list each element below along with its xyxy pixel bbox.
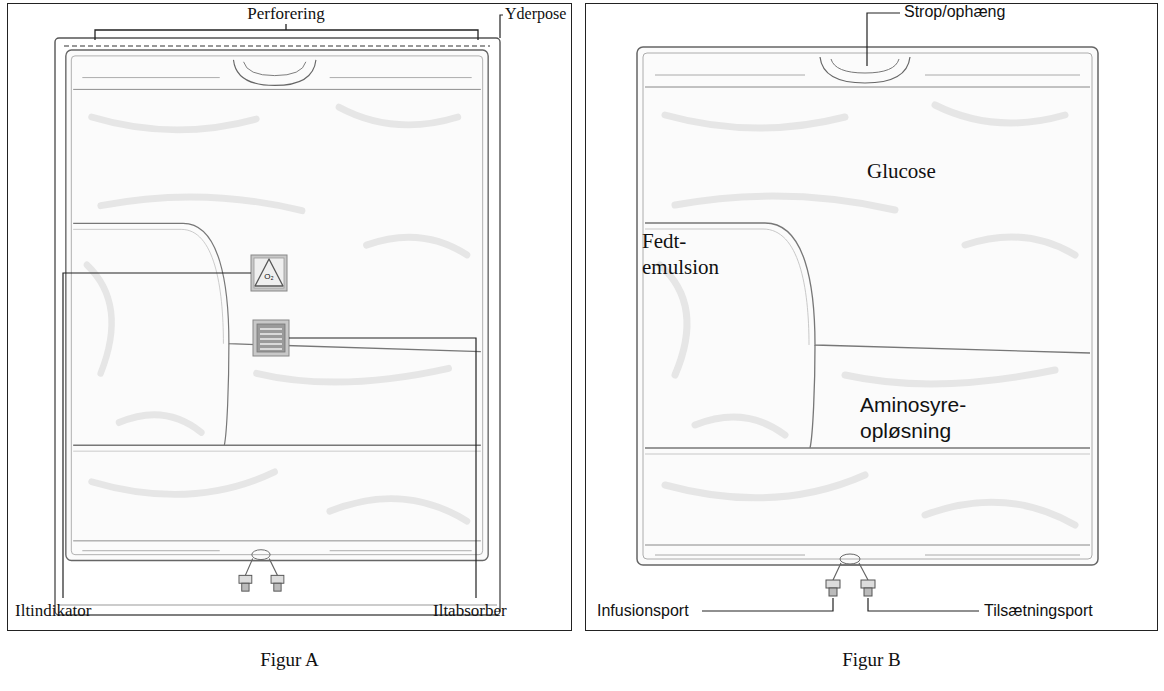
part-label: Iltindikator — [15, 601, 91, 621]
outer-bag — [55, 38, 500, 615]
part-label: Strop/ophæng — [904, 2, 1005, 21]
part-label: Yderpose — [505, 4, 566, 23]
figure-panel: Figur A — [7, 3, 572, 631]
leader-line — [63, 273, 251, 598]
oxygen-indicator — [251, 255, 287, 291]
compartment-label: Fedt- emulsion — [639, 226, 722, 283]
part-label: Infusionsport — [597, 601, 689, 620]
perforation-bracket — [95, 24, 478, 40]
leader-line — [867, 13, 900, 66]
figure-caption: Figur A — [260, 649, 319, 671]
bag — [637, 47, 1098, 596]
leader-line — [500, 15, 503, 38]
compartment-name: Fedt- emulsion — [642, 228, 719, 281]
part-label: Iltabsorber — [433, 601, 507, 621]
part-label: Tilsætningsport — [984, 601, 1093, 620]
figure-caption: Figur B — [842, 649, 901, 671]
figure-panel: Figur BGlucoseFedt- emulsionAminosyre- o… — [585, 3, 1158, 631]
leader-line — [868, 598, 979, 611]
leader-line — [702, 598, 833, 611]
leader-line — [289, 338, 476, 598]
part-label: Perforering — [247, 4, 324, 24]
compartment-name: Glucose — [867, 158, 936, 184]
inner-bag — [66, 50, 488, 591]
compartment-name: Aminosyre- opløsning — [860, 392, 966, 445]
compartment-label: Glucose — [864, 156, 939, 187]
compartment-label: Aminosyre- opløsning — [857, 390, 970, 447]
oxygen-absorber — [253, 320, 289, 356]
symbol-text: O₂ — [264, 272, 273, 282]
